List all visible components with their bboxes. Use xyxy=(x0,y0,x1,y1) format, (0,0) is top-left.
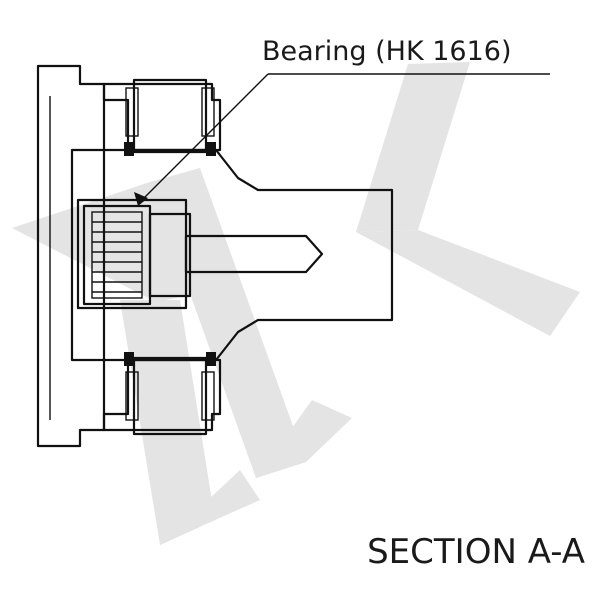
bearing-callout: Bearing (HK 1616) xyxy=(134,36,550,206)
top-seal-block xyxy=(102,82,222,152)
callout-label: Bearing (HK 1616) xyxy=(262,36,512,67)
housing-section xyxy=(36,64,394,448)
bottom-seal-block xyxy=(102,358,222,432)
top-ring xyxy=(132,78,208,154)
shaft-pin xyxy=(184,234,324,274)
callout-arrowhead xyxy=(134,192,148,206)
callout-leader xyxy=(141,73,269,201)
section-label: SECTION A-A xyxy=(367,532,585,572)
needle-bearing xyxy=(82,204,152,306)
bottom-ring xyxy=(132,356,208,436)
